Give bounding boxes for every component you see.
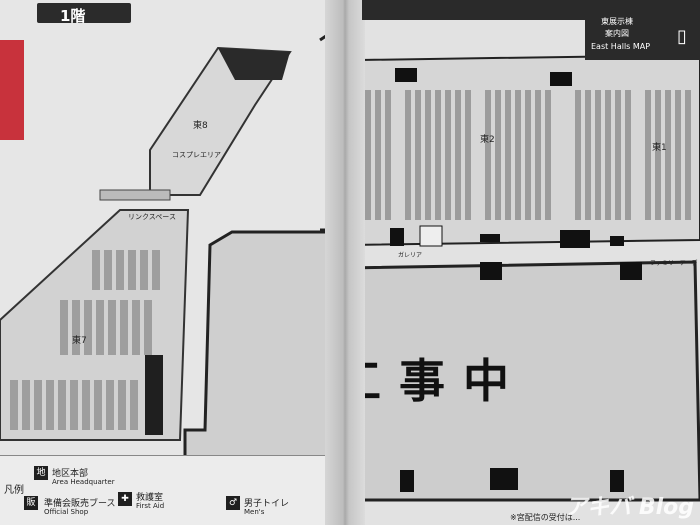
legend-title: 凡例 (4, 485, 24, 496)
legend-item-label: 男子トイレ (244, 499, 290, 509)
legend-item-label: 準備会販売ブース (44, 499, 116, 509)
first-aid-icon: ✚ (118, 492, 132, 506)
family-area-label: ファミリーアーデ (650, 260, 698, 267)
left-map (0, 27, 347, 502)
hall-east8-area: コスプレエリア (172, 151, 221, 159)
galleria-label: ガレリア (398, 252, 423, 259)
legend-item-label-en: Men's (244, 508, 265, 516)
legend-item-label-en: First Aid (136, 502, 165, 510)
map-title-line3: East Halls MAP (591, 42, 651, 51)
hall-east8-label: 東8 (193, 121, 208, 131)
map-title-box: 東展示棟 案内図 East Halls MAP ▯ (585, 12, 700, 60)
mens-toilet-icon: ♂ (226, 496, 240, 510)
hall-east7-label: 東7 (72, 336, 87, 346)
book-icon: ▯ (677, 26, 687, 47)
right-map (340, 53, 700, 502)
legend: 凡例 地 地区本部 Area Headquarter 販 準備会販売ブース Of… (0, 455, 330, 525)
legend-item-label-en: Official Shop (44, 508, 89, 516)
map-title-line2: 案内図 (605, 29, 629, 38)
right-page: 東2 東1 ガレリア ファミリーアーデ 工事中 ※宮配信の受付は... (335, 0, 700, 525)
legend-item-label: 救護室 (136, 493, 164, 503)
area-headquarter-icon: 地 (34, 466, 48, 480)
red-tab (0, 40, 24, 140)
legend-item-label-en: Area Headquarter (52, 478, 115, 486)
official-shop-icon: 販 (24, 496, 38, 510)
floor-label-box (37, 3, 131, 23)
floor-label: 1階 (60, 7, 86, 25)
links-space-label: リンクスペース (128, 213, 176, 221)
left-page: 1階 (0, 0, 360, 525)
legend-item-label: 地区本部 (52, 469, 89, 479)
hall-east2-label: 東2 (480, 135, 495, 145)
bottom-note: ※宮配信の受付は... (510, 513, 581, 522)
map-title-line1: 東展示棟 (601, 17, 633, 26)
hall-east1-label: 東1 (652, 143, 667, 153)
book-spine (325, 0, 365, 525)
watermark: アキバ Blog (565, 495, 694, 520)
